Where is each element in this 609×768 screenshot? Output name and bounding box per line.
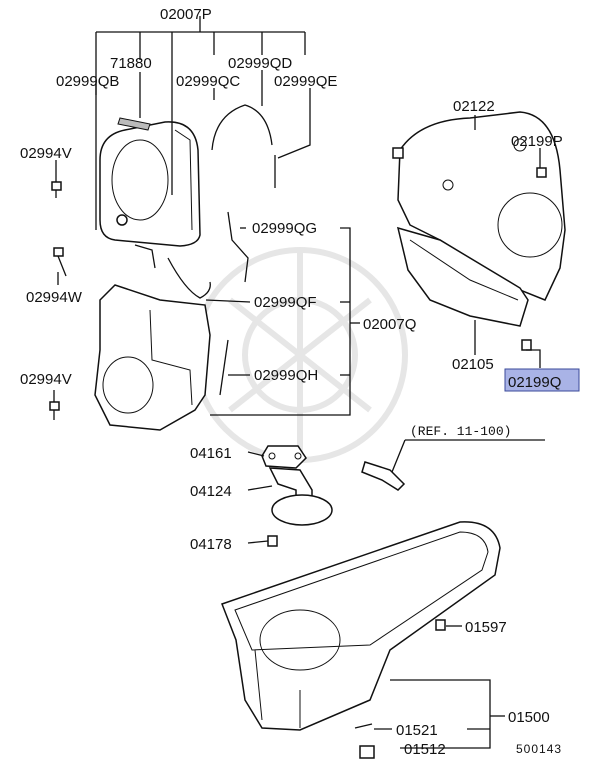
reference-note[interactable]: (REF. 11-100) (410, 424, 511, 439)
label-04124[interactable]: 04124 (190, 483, 232, 500)
watermark (192, 247, 408, 463)
label-02999QC[interactable]: 02999QC (176, 73, 240, 90)
label-02007P[interactable]: 02007P (160, 6, 212, 23)
label-02999QB[interactable]: 02999QB (56, 73, 119, 90)
part-labels: 02007P 71880 02999QD 02999QB 02999QC 029… (20, 6, 580, 758)
seal-02999QG (227, 211, 249, 283)
lower-timing-cover (94, 284, 211, 431)
label-71880[interactable]: 71880 (110, 55, 152, 72)
oil-pan-01500 (221, 521, 501, 731)
strainer-04124 (268, 467, 333, 526)
label-01500[interactable]: 01500 (508, 709, 550, 726)
label-02199Q-highlighted[interactable]: 02199Q (504, 368, 580, 392)
leader-lines (53, 16, 545, 749)
label-02994W[interactable]: 02994W (26, 289, 83, 306)
label-02007Q[interactable]: 02007Q (363, 316, 416, 333)
bolt-01597 (435, 619, 446, 631)
bolt-02994V-bottom (49, 401, 60, 420)
gasket-04161 (261, 445, 307, 469)
label-01597[interactable]: 01597 (465, 619, 507, 636)
label-04161[interactable]: 04161 (190, 445, 232, 462)
label-02122[interactable]: 02122 (453, 98, 495, 115)
label-02994V-bottom[interactable]: 02994V (20, 371, 72, 388)
bolt-02199P (536, 167, 547, 178)
seal-02999QB (134, 244, 156, 269)
label-02999QF[interactable]: 02999QF (254, 294, 317, 311)
bolt-02994V-top (51, 181, 62, 198)
upper-timing-cover (99, 121, 201, 247)
label-02105[interactable]: 02105 (452, 356, 494, 373)
label-02199Q[interactable]: 02199Q (508, 374, 561, 391)
label-04178[interactable]: 04178 (190, 536, 232, 553)
bolt-04178 (267, 535, 278, 547)
bolt-02199Q (521, 339, 532, 351)
label-02999QH[interactable]: 02999QH (254, 367, 318, 384)
label-02199P[interactable]: 02199P (511, 133, 563, 150)
cover-02105 (396, 226, 529, 327)
label-02999QE[interactable]: 02999QE (274, 73, 337, 90)
label-02994V-top[interactable]: 02994V (20, 145, 72, 162)
label-02999QG[interactable]: 02999QG (252, 220, 317, 237)
seal-02999QC (211, 104, 273, 151)
label-01521[interactable]: 01521 (396, 722, 438, 739)
label-02999QD[interactable]: 02999QD (228, 55, 292, 72)
seal-02999QH (219, 339, 229, 396)
gasket-01521 (354, 723, 373, 729)
label-01512[interactable]: 01512 (404, 741, 446, 758)
seal-71880 (117, 117, 151, 131)
diagram-number: 500143 (516, 742, 562, 756)
plug-01512 (359, 745, 375, 759)
seal-02999QF (167, 257, 211, 299)
sealant-tube (361, 461, 406, 491)
bolt-02994W (53, 247, 67, 277)
rear-plate-02122 (392, 111, 566, 301)
